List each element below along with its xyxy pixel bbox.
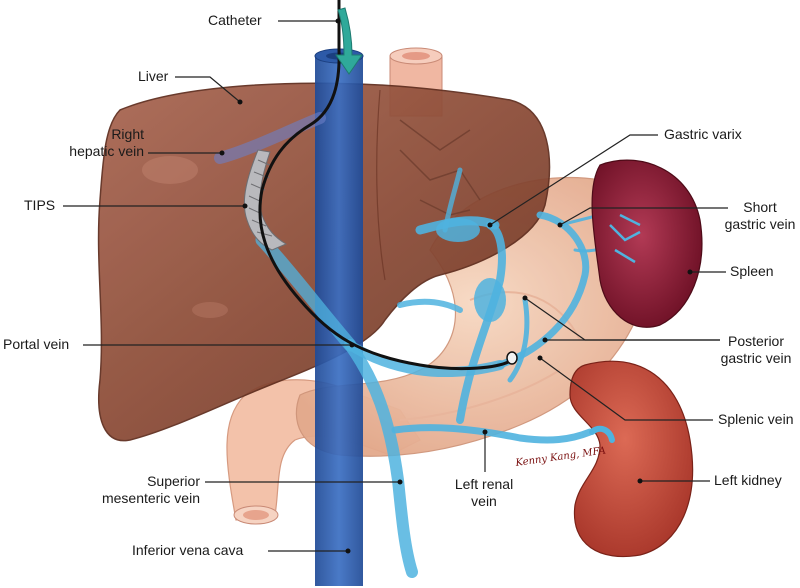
label-left-kidney: Left kidney (714, 472, 782, 488)
label-right-hepatic-vein: Right hepatic vein (69, 126, 144, 159)
catheter (258, 0, 514, 371)
portal-venous-system (255, 167, 647, 578)
label-posterior-gastric-vein: Posterior gastric vein (720, 333, 792, 366)
label-portal-vein: Portal vein (3, 336, 70, 352)
leader-lines (63, 20, 728, 552)
label-superior-mesenteric-vein: Superior mesenteric vein (101, 473, 200, 506)
right-hepatic-vein (214, 112, 326, 164)
label-gastric-varix: Gastric varix (664, 126, 742, 142)
label-short-gastric-vein: Short gastric vein (724, 199, 796, 232)
label-inferior-vena-cava: Inferior vena cava (132, 542, 244, 558)
label-tips: TIPS (24, 197, 56, 213)
label-splenic-vein: Splenic vein (718, 411, 794, 427)
artist-signature: Kenny Kang, MFA (514, 445, 607, 469)
leader-dots (219, 18, 693, 554)
label-catheter: Catheter (208, 12, 262, 28)
label-spleen: Spleen (730, 263, 774, 279)
insertion-arrow (335, 7, 363, 75)
label-liver: Liver (138, 68, 169, 84)
label-left-renal-vein: Left renal vein (454, 476, 514, 509)
catheter-tip (506, 351, 518, 365)
spleen (591, 159, 703, 328)
left-kidney (569, 360, 694, 558)
